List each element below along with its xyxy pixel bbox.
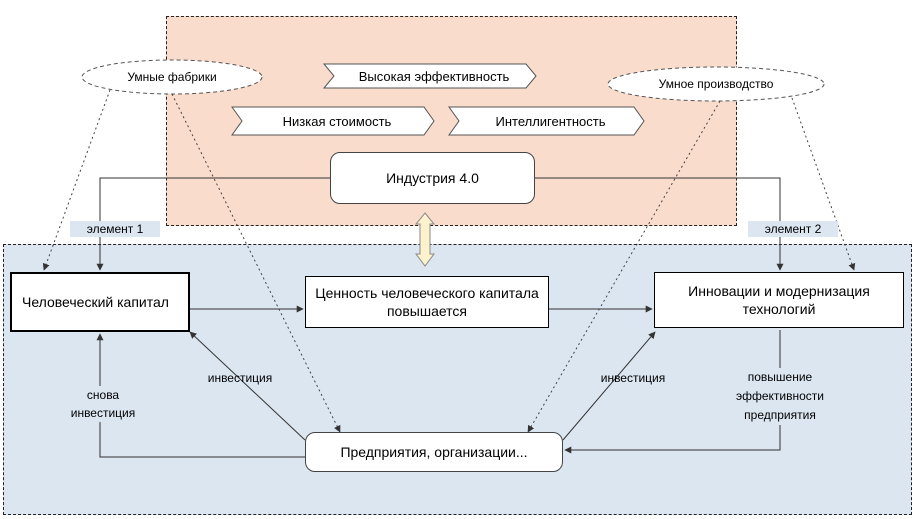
innovation-box: Инновации и модернизация технологий <box>654 272 904 328</box>
enterprises-box: Предприятия, организации... <box>305 432 563 472</box>
innovation-label: Инновации и модернизация технологий <box>688 283 870 317</box>
industry-to-human-line <box>96 177 330 271</box>
again-invest-label: снова инвестиция <box>58 386 148 422</box>
smart-factories-label: Умные фабрики <box>127 70 217 84</box>
low-cost-label: Низкая стоимость <box>282 113 392 129</box>
industry-to-innovation-line <box>535 177 784 271</box>
industry-4-0-label: Индустрия 4.0 <box>386 170 479 186</box>
invest-right-label: инвестиция <box>600 371 666 385</box>
dotted-production-to-enterprises <box>527 100 721 433</box>
ellipse-smart-production <box>607 66 825 102</box>
invest-right-line <box>562 331 656 441</box>
element-2-label: элемент 2 <box>748 221 838 237</box>
efficiency-label: повышение эффективности предприятия <box>728 368 832 425</box>
element-1-label: элемент 1 <box>70 221 160 237</box>
again-invest-line <box>96 333 305 458</box>
intelligence-label: Интеллигентность <box>495 113 606 129</box>
human-capital-box: Человеческий капитал <box>10 272 190 332</box>
enterprises-label: Предприятия, организации... <box>340 444 528 460</box>
chevron-low-cost <box>231 106 435 136</box>
chevron-intelligence <box>448 106 645 136</box>
industry-4-0-box: Индустрия 4.0 <box>330 152 535 204</box>
dotted-factories-to-human <box>42 89 111 271</box>
dotted-production-to-innovation <box>791 97 856 271</box>
value-rises-box: Ценность человеческого капитала повышает… <box>305 276 549 328</box>
human-capital-label: Человеческий капитал <box>22 294 169 310</box>
double-arrow <box>414 212 436 267</box>
high-efficiency-label: Высокая эффективность <box>358 68 510 84</box>
smart-production-label: Умное производство <box>658 77 774 91</box>
invest-left-line <box>189 331 306 441</box>
value-rises-label: Ценность человеческого капитала повышает… <box>315 285 539 319</box>
chevron-high-efficiency <box>322 63 537 89</box>
invest-left-label: инвестиция <box>207 371 273 385</box>
